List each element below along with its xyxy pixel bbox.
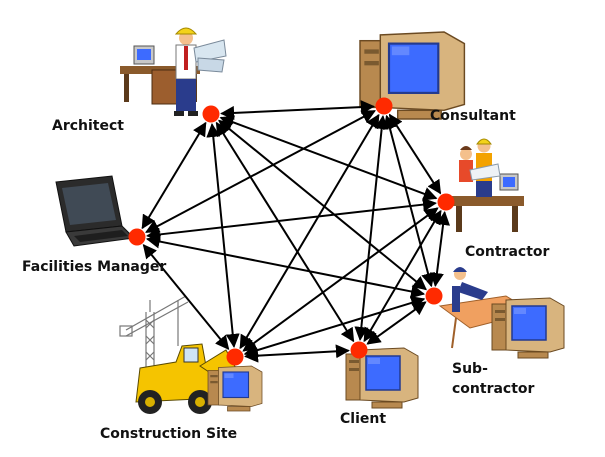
node-architect: [202, 105, 220, 123]
edge-client-construction-site: [244, 344, 350, 363]
node-group: [128, 97, 455, 366]
edge-subcontractor-facilities-manager: [145, 234, 426, 299]
edge-consultant-subcontractor: [383, 114, 435, 288]
edge-architect-facilities-manager: [141, 121, 207, 230]
node-subcontractor: [425, 287, 443, 305]
label-contractor: Contractor: [465, 244, 550, 260]
edge-contractor-subcontractor: [429, 211, 451, 287]
edge-architect-consultant: [220, 100, 375, 120]
node-consultant: [375, 97, 393, 115]
node-client: [350, 341, 368, 359]
label-subcontractor: Sub- contractor: [452, 360, 534, 398]
edge-group: [141, 100, 451, 363]
edge-contractor-facilities-manager: [146, 197, 437, 242]
team-at-desk-icon: [452, 138, 524, 232]
worker-at-table-with-computer-icon: [438, 267, 565, 359]
node-construction-site: [226, 348, 244, 366]
edge-contractor-construction-site: [242, 207, 439, 352]
laptop-icon: [55, 175, 136, 247]
architect-with-blueprints-icon: [120, 27, 227, 116]
edge-architect-client: [215, 121, 355, 343]
label-consultant: Consultant: [430, 108, 516, 124]
node-facilities-manager: [128, 228, 146, 246]
label-subcontractor-line2: contractor: [452, 381, 535, 397]
label-construction-site: Construction Site: [100, 426, 238, 442]
edge-architect-construction-site: [206, 123, 240, 348]
label-client: Client: [340, 411, 387, 427]
edge-consultant-client: [354, 115, 389, 341]
edge-construction-site-facilities-manager: [142, 244, 230, 350]
label-architect: Architect: [52, 118, 124, 134]
label-facilities-manager: Facilities Manager: [22, 259, 167, 275]
label-subcontractor-line1: Sub-: [452, 361, 488, 377]
edge-architect-contractor: [219, 115, 438, 201]
edge-subcontractor-construction-site: [243, 296, 426, 357]
node-contractor: [437, 193, 455, 211]
